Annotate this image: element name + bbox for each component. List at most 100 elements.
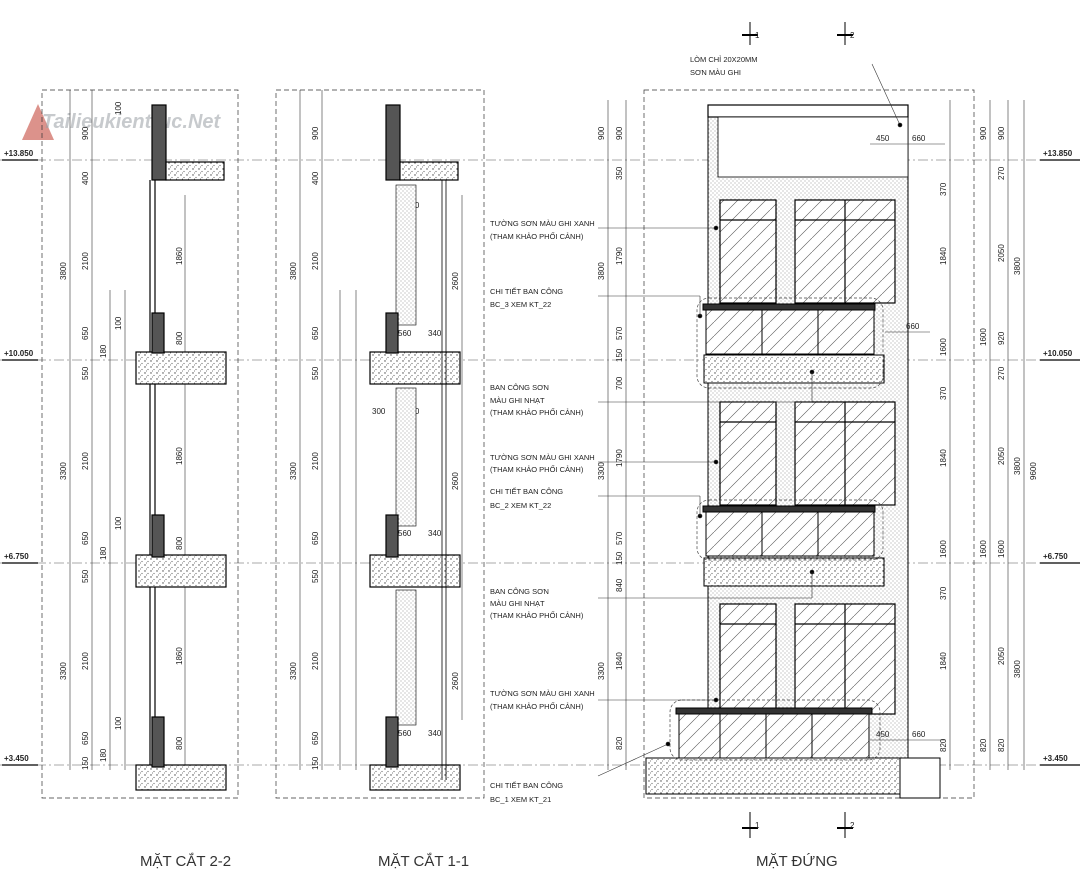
dim-text: 400 <box>311 171 320 185</box>
dim-text: 2100 <box>311 252 320 270</box>
grid-label: 2 <box>850 821 855 830</box>
dim-text: 2600 <box>451 272 460 290</box>
dim-text: 9600 <box>1029 462 1038 480</box>
dim-text: 570 <box>615 326 624 340</box>
dim-text: 920 <box>997 331 1006 345</box>
dim-text: 660 <box>912 134 926 143</box>
annotation-text: TƯỜNG SƠN MÀU GHI XANH <box>490 453 595 462</box>
window <box>719 603 896 715</box>
section-1-1: 3800 3300 3300 900 400 2100 650 550 2100… <box>275 89 485 870</box>
view-title: MẶT CẮT 1-1 <box>378 852 469 870</box>
dim-text: 1600 <box>939 540 948 558</box>
dim-text: 550 <box>81 366 90 380</box>
dim-text: 560 <box>398 729 412 738</box>
dim-text: 660 <box>912 730 926 739</box>
level-label: +10.050 <box>1043 349 1073 358</box>
dim-text: 650 <box>311 531 320 545</box>
dim-text: 150 <box>615 348 624 362</box>
dim-text: 1600 <box>939 338 948 356</box>
level-label: +6.750 <box>4 552 29 561</box>
dim-text: 550 <box>311 569 320 583</box>
annotation-text: (THAM KHẢO PHỐI CẢNH) <box>490 231 584 241</box>
dim-text: 1840 <box>615 652 624 670</box>
dim-text: 2100 <box>311 652 320 670</box>
dim-text: 900 <box>597 126 606 140</box>
dim-text: 2100 <box>81 652 90 670</box>
dim-text: 700 <box>615 376 624 390</box>
level-lines <box>0 159 1080 766</box>
dim-text: 3300 <box>289 462 298 480</box>
view-title: MẶT CẮT 2-2 <box>140 852 231 870</box>
dim-text: 3800 <box>1013 660 1022 678</box>
dim-text: 820 <box>939 738 948 752</box>
dim-text: 650 <box>81 531 90 545</box>
dim-text: 450 <box>876 730 890 739</box>
dim-text: 270 <box>997 166 1006 180</box>
dim-text: 2600 <box>451 472 460 490</box>
annotation-text: (THAM KHẢO PHỐI CẢNH) <box>490 407 584 417</box>
dim-text: 2100 <box>81 252 90 270</box>
annotation-text: TƯỜNG SƠN MÀU GHI XANH <box>490 219 595 228</box>
annotation-text: (THAM KHẢO PHỐI CẢNH) <box>490 464 584 474</box>
dim-text: 2100 <box>311 452 320 470</box>
dim-text: 1790 <box>615 247 624 265</box>
dim-text: 1860 <box>175 647 184 665</box>
view-title: MẶT ĐỨNG <box>756 853 838 870</box>
dim-text: 650 <box>311 326 320 340</box>
dim-text: 660 <box>906 322 920 331</box>
dim-text: 270 <box>997 366 1006 380</box>
dim-text: 570 <box>615 531 624 545</box>
dim-text: 100 <box>114 716 123 730</box>
dim-text: 370 <box>939 182 948 196</box>
dim-text: 550 <box>311 366 320 380</box>
dim-text: 3800 <box>289 262 298 280</box>
dim-text: 1860 <box>175 447 184 465</box>
level-label: +10.050 <box>4 349 34 358</box>
dim-text: 650 <box>81 731 90 745</box>
dim-text: 180 <box>99 546 108 560</box>
dim-text: 3800 <box>59 262 68 280</box>
dim-text: 3300 <box>59 662 68 680</box>
annotation-text: CHI TIẾT BAN CÔNG <box>490 486 563 496</box>
annotation-text: BAN CÔNG SƠN <box>490 383 549 392</box>
dim-text: 150 <box>311 756 320 770</box>
annotation-text: (THAM KHẢO PHỐI CẢNH) <box>490 701 584 711</box>
annotation-text: SƠN MÀU GHI <box>690 68 741 77</box>
annotation-text: MÀU GHI NHẠT <box>490 396 545 405</box>
dim-text: 650 <box>311 731 320 745</box>
dim-text: 340 <box>428 729 442 738</box>
dim-text: 3800 <box>1013 457 1022 475</box>
grid-label: 1 <box>755 31 760 40</box>
dim-text: 370 <box>939 386 948 400</box>
dim-text: 2050 <box>997 244 1006 262</box>
watermark-logo: Tailieukientruc.Net <box>22 104 222 140</box>
dim-text: 840 <box>615 578 624 592</box>
dim-text: 1600 <box>979 328 988 346</box>
dim-text: 100 <box>114 516 123 530</box>
dim-text: 3300 <box>597 462 606 480</box>
dim-text: 550 <box>81 569 90 583</box>
dim-text: 650 <box>81 326 90 340</box>
dim-text: 370 <box>939 586 948 600</box>
window <box>719 199 896 304</box>
dim-text: 3300 <box>289 662 298 680</box>
dim-text: 1840 <box>939 652 948 670</box>
dim-text: 2600 <box>451 672 460 690</box>
dim-text: 400 <box>81 171 90 185</box>
dim-text: 560 <box>398 329 412 338</box>
dim-text: 150 <box>81 756 90 770</box>
dim-text: 560 <box>398 529 412 538</box>
dim-text: 900 <box>997 126 1006 140</box>
dim-text: 340 <box>428 529 442 538</box>
dim-text: 150 <box>615 551 624 565</box>
dim-text: 1860 <box>175 247 184 265</box>
annotation-text: CHI TIẾT BAN CÔNG <box>490 286 563 296</box>
dim-text: 900 <box>979 126 988 140</box>
dim-text: 2100 <box>81 452 90 470</box>
level-marker-right: +13.850 +10.050 +6.750 +3.450 <box>1040 149 1080 766</box>
dim-text: 100 <box>114 316 123 330</box>
window <box>719 401 896 506</box>
dim-text: 300 <box>372 407 386 416</box>
dim-text: 450 <box>876 134 890 143</box>
